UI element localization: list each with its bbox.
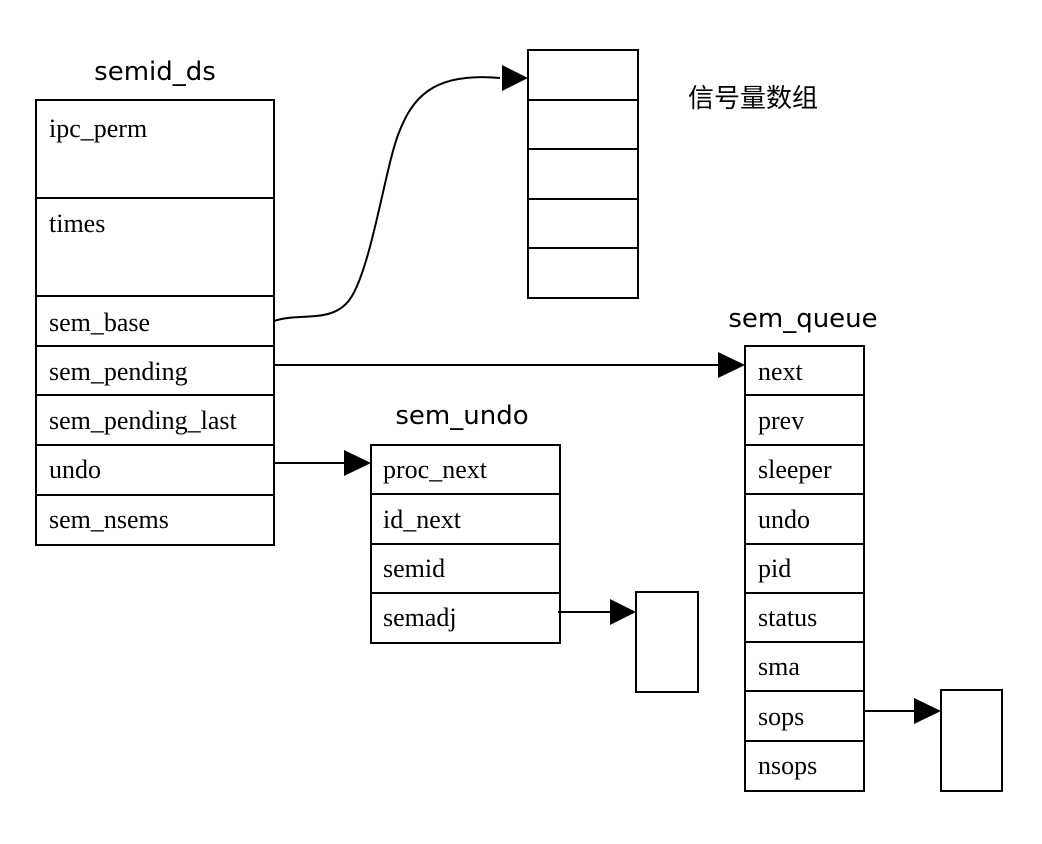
undo-arrow (274, 450, 371, 476)
semid-ds-field-undo: undo (49, 455, 101, 484)
sem-undo-field-semid: semid (383, 554, 445, 583)
semid-ds-field-sem-nsems-box (35, 494, 275, 546)
semaphore-array-cell (527, 198, 639, 249)
sem-undo-structure: sem_undo proc_next id_next semid semadj (370, 401, 699, 693)
sem-queue-field-next-box (744, 345, 865, 396)
semid-ds-field-sem-nsems: sem_nsems (49, 505, 169, 534)
sem-base-arrow-line (273, 76, 501, 322)
semid-ds-field-sem-base: sem_base (49, 308, 150, 337)
sem-queue-field-status-box (744, 592, 865, 643)
sem-undo-field-id-next: id_next (383, 505, 462, 534)
sem-undo-field-proc-next-box (370, 444, 561, 495)
semid-ds-field-undo-box (35, 444, 275, 496)
semaphore-array-cell (527, 49, 639, 101)
sem-queue-field-sops: sops (758, 702, 804, 731)
sops-target-box (940, 689, 1003, 792)
sops-arrow (863, 698, 941, 724)
sem-queue-field-sma: sma (758, 652, 800, 681)
sem-pending-arrow (274, 352, 745, 378)
sem-queue-title: sem_queue (728, 304, 877, 334)
semid-ds-field-sem-pending-box (35, 345, 275, 396)
sem-queue-structure: sem_queue next prev sleeper undo pid sta… (728, 304, 1003, 792)
sops-arrow-head (914, 698, 941, 724)
sem-base-arrow (273, 65, 528, 322)
sem-queue-field-pid-box (744, 543, 865, 594)
sem-undo-title: sem_undo (395, 401, 528, 431)
semadj-target-box (635, 591, 699, 693)
semid-ds-field-sem-pending-last: sem_pending_last (49, 406, 238, 435)
sem-queue-field-prev: prev (758, 406, 804, 435)
sem-queue-field-sleeper: sleeper (758, 455, 832, 484)
sem-queue-field-status: status (758, 603, 817, 632)
semadj-arrow (558, 599, 636, 625)
sem-queue-field-next: next (758, 357, 804, 386)
sem-pending-arrow-head (718, 352, 745, 378)
sem-undo-field-semadj: semadj (383, 603, 457, 632)
semaphore-array: 信号量数组 (527, 49, 818, 299)
semid-ds-structure: semid_ds ipc_perm times sem_base sem_pen… (35, 57, 275, 546)
sem-queue-field-sma-box (744, 641, 865, 692)
semid-ds-field-times-box (35, 197, 275, 297)
semaphore-array-cell (527, 247, 639, 299)
sem-queue-field-sleeper-box (744, 444, 865, 495)
undo-arrow-head (344, 450, 371, 476)
semid-ds-field-ipc-perm-box (35, 99, 275, 199)
sem-queue-field-sops-box (744, 690, 865, 742)
semid-ds-field-sem-pending: sem_pending (49, 357, 188, 386)
sem-undo-field-proc-next: proc_next (383, 455, 488, 484)
semaphore-array-cell (527, 148, 639, 200)
sem-queue-field-undo: undo (758, 505, 810, 534)
sem-queue-field-pid: pid (758, 554, 791, 583)
sem-queue-field-nsops: nsops (758, 751, 817, 780)
semaphore-array-label: 信号量数组 (688, 84, 818, 114)
sem-undo-field-semid-box (370, 543, 561, 594)
sem-queue-field-nsops-box (744, 740, 865, 792)
sem-undo-field-semadj-box (370, 592, 561, 644)
semid-ds-field-times: times (49, 209, 105, 238)
semadj-arrow-head (610, 599, 636, 625)
semaphore-array-cell (527, 99, 639, 150)
semid-ds-title: semid_ds (94, 57, 216, 87)
semid-ds-field-ipc-perm: ipc_perm (49, 114, 147, 143)
sem-base-arrow-head (502, 65, 528, 91)
